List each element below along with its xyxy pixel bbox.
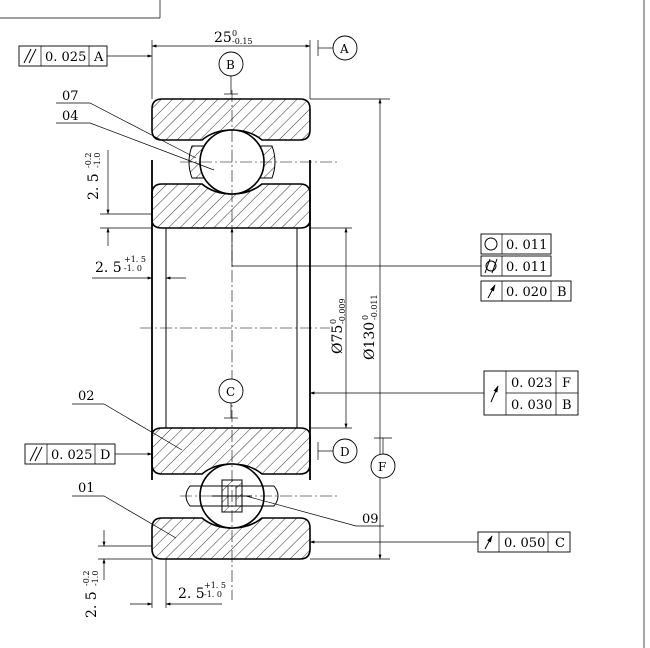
- fcf-runout-b2-ref: B: [562, 398, 572, 413]
- fcf-runout-b-ref: B: [557, 285, 567, 300]
- parallelism-icon: [29, 446, 43, 462]
- fcf-runout-f-value: 0. 023: [511, 376, 552, 391]
- part-07-text: 07: [62, 89, 79, 104]
- part-04-text: 04: [62, 109, 79, 124]
- fcf-runout-c-value: 0. 050: [504, 536, 545, 551]
- fcf-runout-f-b: 0. 023 F 0. 030 B: [309, 370, 579, 416]
- datum-b-label: B: [226, 58, 235, 72]
- chamfer-v-bottom-nominal: 2. 5: [84, 591, 100, 618]
- chamfer-vertical-top: 2. 5 -0.2 -1.0: [84, 150, 152, 246]
- chamfer-v-bottom-upper: -0.2: [82, 571, 91, 586]
- od-upper-tol: 0: [361, 315, 370, 320]
- width-upper-tol: 0: [232, 29, 237, 38]
- circular-runout-icon: [484, 535, 493, 550]
- part-label-07: 07: [56, 89, 197, 159]
- chamfer-h-top-nominal: 2. 5: [95, 260, 122, 276]
- part-02-text: 02: [78, 389, 95, 404]
- datum-c: C: [218, 378, 244, 419]
- width-dimension: 25 0 -0.15: [151, 29, 311, 99]
- od-nominal: Ø130: [362, 322, 378, 360]
- od-lower-tol: -0.011: [370, 294, 379, 320]
- bore-upper-tol: 0: [329, 319, 338, 324]
- chamfer-h-bottom-nominal: 2. 5: [178, 586, 205, 602]
- fcf-parallelism-d: 0. 025 D: [24, 443, 153, 465]
- part-09-text: 09: [362, 512, 379, 527]
- part-01-text: 01: [78, 481, 95, 496]
- bore-dimension: Ø75 0 -0.009: [310, 227, 352, 429]
- bore-lower-tol: -0.009: [338, 298, 347, 324]
- fcf-runout-b-value: 0. 020: [506, 285, 547, 300]
- fcf-runout-c-ref: C: [555, 536, 565, 551]
- fcf-runout-b: 0. 020 B: [480, 280, 572, 302]
- parallelism-icon: [23, 48, 37, 64]
- fcf-runout-f-ref: F: [562, 376, 571, 391]
- width-nominal: 25: [214, 30, 232, 46]
- center-lines: [140, 90, 340, 600]
- fcf-runout-b2-value: 0. 030: [511, 398, 552, 413]
- datum-a-label: A: [339, 42, 349, 56]
- part-label-09: 09: [245, 495, 384, 527]
- datum-d-label: D: [340, 445, 350, 459]
- fcf-cylindricity-value: 0. 011: [506, 260, 547, 275]
- chamfer-h-top-upper: +1. 5: [124, 255, 146, 264]
- cylindricity-icon: [484, 258, 498, 274]
- chamfer-v-top-upper: -0.2: [84, 153, 93, 168]
- datum-f-label: F: [378, 460, 386, 474]
- chamfer-h-top-lower: -1. 0: [124, 264, 142, 273]
- part-label-04: 04: [56, 109, 215, 171]
- fcf-a-value: 0. 025: [45, 50, 86, 65]
- fcf-d-ref: D: [100, 448, 110, 463]
- datum-f: F: [370, 437, 396, 479]
- fcf-roundness-value: 0. 011: [506, 238, 547, 253]
- part-label-01: 01: [72, 481, 177, 539]
- fcf-runout-c: 0. 050 C: [309, 531, 571, 553]
- width-lower-tol: -0.15: [232, 37, 253, 46]
- circular-runout-icon: [490, 385, 499, 403]
- chamfer-v-top-lower: -1.0: [93, 153, 102, 168]
- datum-c-label: C: [226, 385, 235, 399]
- circularity-icon: [484, 237, 498, 251]
- circular-runout-icon: [487, 284, 496, 299]
- part-label-02: 02: [72, 389, 183, 451]
- chamfer-h-bottom-upper: +1. 5: [204, 581, 226, 590]
- chamfer-v-bottom-lower: -1.0: [91, 571, 100, 586]
- fcf-d-value: 0. 025: [51, 448, 92, 463]
- datum-a: A: [317, 35, 358, 61]
- chamfer-v-top-nominal: 2. 5: [86, 173, 102, 200]
- od-dimension: Ø130 0 -0.011: [310, 98, 390, 560]
- datum-d: D: [317, 438, 358, 464]
- bore-nominal: Ø75: [330, 325, 346, 354]
- chamfer-vertical-bottom: 2. 5 -0.2 -1.0: [82, 530, 152, 618]
- datum-b: B: [218, 51, 244, 95]
- chamfer-horizontal-bottom: 2. 5 +1. 5 -1. 0: [130, 559, 226, 608]
- fcf-a-ref: A: [93, 50, 104, 65]
- fcf-parallelism-a: 0. 025 A: [18, 45, 153, 67]
- chamfer-h-bottom-lower: -1. 0: [204, 590, 222, 599]
- fcf-form-tolerances: 0. 011 0. 011: [230, 227, 552, 277]
- chamfer-horizontal-top: 2. 5 +1. 5 -1. 0: [92, 228, 186, 282]
